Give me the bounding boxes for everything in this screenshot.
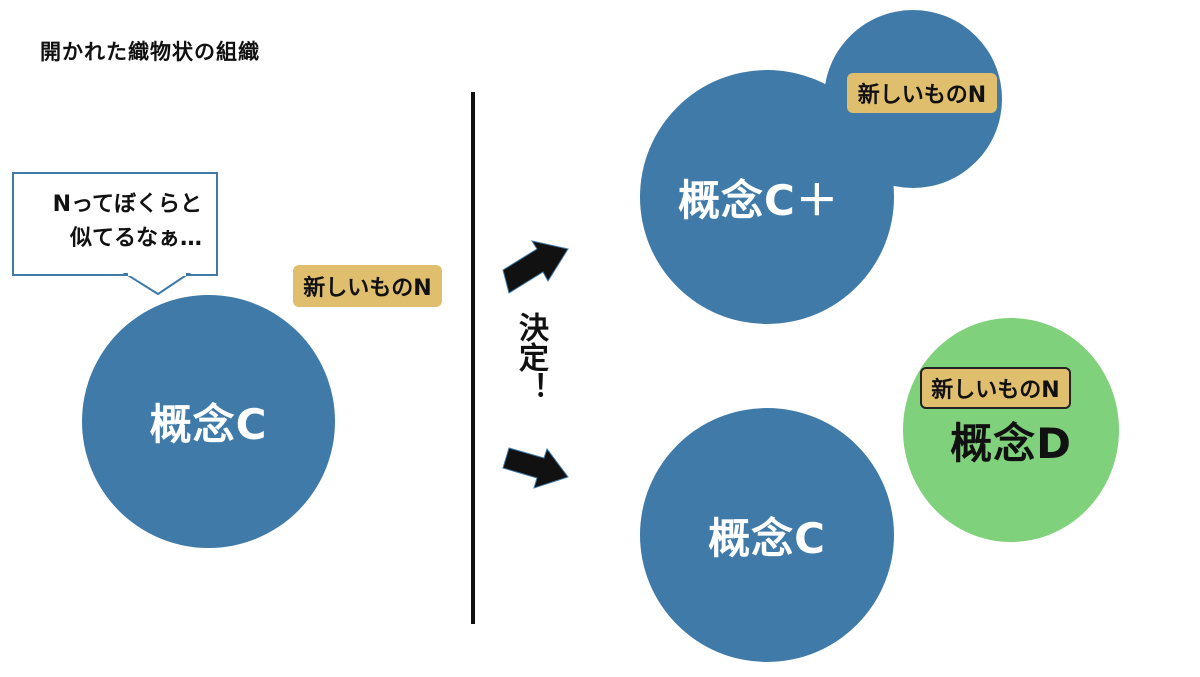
speech-bubble: Nってぼくらと 似てるなぁ…	[12, 172, 218, 276]
concept-c-circle-right: 概念C	[640, 408, 894, 662]
concept-d-circle: 概念D	[903, 318, 1119, 542]
divider-line	[471, 92, 475, 624]
arrow-up-right-icon	[502, 240, 569, 294]
concept-c-label-left: 概念C	[149, 400, 268, 449]
new-thing-n-tag-top-right: 新しいものN	[847, 73, 997, 113]
new-thing-n-tag-bottom-right: 新しいものN	[920, 367, 1071, 409]
concept-c-plus-label: 概念C＋	[678, 175, 839, 225]
concept-c-label-right: 概念C	[708, 513, 826, 563]
page-title: 開かれた織物状の組織	[40, 40, 260, 64]
concept-c-circle-left: 概念C	[82, 295, 335, 548]
concept-c-plus-circle: 概念C＋	[640, 70, 894, 324]
arrow-down-right-icon	[502, 447, 569, 489]
decision-text: 決定！	[513, 312, 548, 402]
concept-d-label: 概念D	[950, 418, 1072, 468]
new-thing-n-tag-left: 新しいものN	[293, 265, 442, 307]
